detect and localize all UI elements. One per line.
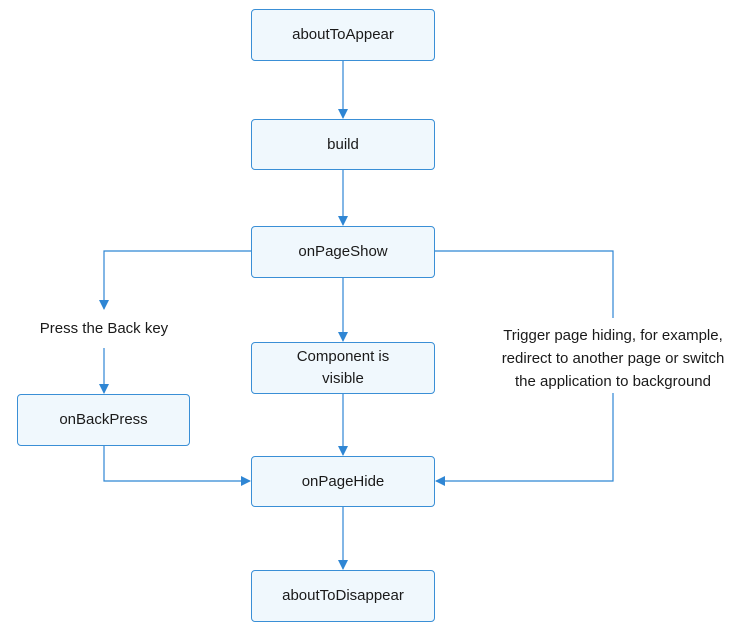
about-to-appear-label: aboutToAppear — [292, 26, 394, 43]
on-back-press-node: onBackPress — [17, 394, 190, 446]
trigger-hiding-line1: Trigger page hiding, for example, — [503, 327, 723, 344]
on-back-press-label: onBackPress — [59, 411, 148, 428]
press-back-key-text: Press the Back key — [39, 320, 169, 337]
on-page-hide-label: onPageHide — [301, 472, 385, 490]
arrow-backpress-to-pagehide — [103, 446, 251, 486]
component-visible-label-line2: visible — [322, 370, 364, 387]
arrow-pageshow-to-back-key — [99, 250, 251, 310]
build-label: build — [327, 135, 359, 153]
arrow-trigger-to-pagehide — [435, 393, 614, 486]
trigger-hiding-line3: the application to background — [515, 373, 711, 390]
trigger-hiding-label: Trigger page hiding, for example, redire… — [480, 324, 746, 393]
arrow-pageshow-to-trigger — [435, 250, 614, 318]
component-visible-node: Component is visible — [251, 342, 435, 394]
about-to-disappear-node: aboutToDisappear — [251, 570, 435, 622]
trigger-hiding-line2: redirect to another page or switch — [501, 350, 725, 367]
about-to-disappear-label: aboutToDisappear — [282, 587, 404, 604]
press-back-key-label: Press the Back key — [22, 317, 186, 340]
about-to-appear-node: aboutToAppear — [251, 9, 435, 61]
build-node: build — [251, 119, 435, 170]
on-page-show-node: onPageShow — [251, 226, 435, 278]
component-visible-label-line1: Component is — [296, 348, 390, 365]
on-page-hide-node: onPageHide — [251, 456, 435, 507]
on-page-show-label: onPageShow — [298, 243, 388, 260]
